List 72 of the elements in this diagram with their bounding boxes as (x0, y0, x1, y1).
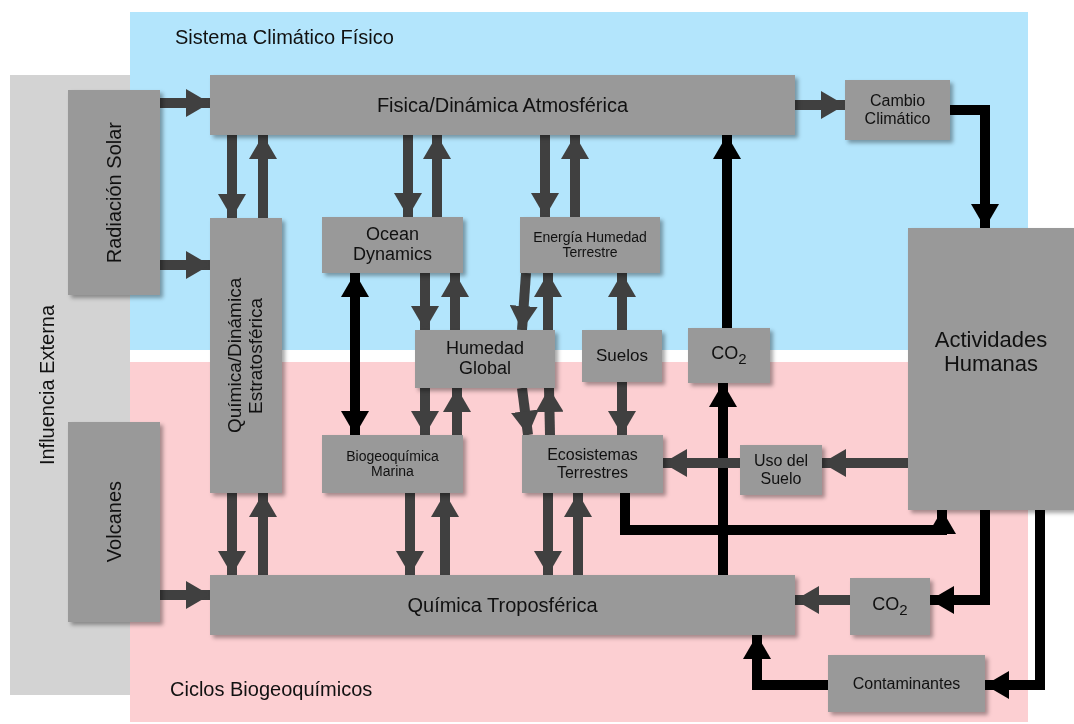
arrow (396, 493, 424, 575)
process-box (210, 75, 795, 135)
arrow (795, 91, 845, 119)
arrow (441, 273, 469, 330)
region-title: Influencia Externa (36, 304, 59, 466)
region-title: Ciclos Biogeoquímicos (170, 678, 373, 701)
node-label: Uso del Suelo (752, 452, 810, 488)
arrow (822, 449, 908, 477)
region-title: Sistema Climático Físico (175, 26, 394, 49)
arrow (423, 135, 451, 217)
process-box (688, 328, 770, 383)
arrow (160, 89, 210, 117)
node-label: CO$_{2}$ (872, 594, 908, 619)
process-box (828, 655, 985, 712)
node-label: Suelos (596, 346, 648, 366)
process-box (68, 90, 160, 295)
process-box (522, 435, 663, 493)
arrow (411, 273, 439, 330)
arrow (564, 493, 592, 575)
arrow (511, 387, 539, 436)
node-label: Radiación Solar (103, 121, 125, 264)
process-box (415, 330, 555, 388)
process-box (850, 578, 930, 635)
arrow (160, 251, 210, 279)
arrow (443, 388, 471, 435)
node-label: Energía Humedad Terrestre (532, 229, 648, 261)
arrow (394, 135, 422, 217)
arrow (608, 382, 636, 435)
arrow (535, 387, 564, 436)
arrow (509, 272, 538, 331)
node-label: CO$_{2}$ (711, 343, 747, 368)
process-box (68, 422, 160, 622)
arrow (249, 493, 277, 575)
arrow (743, 635, 828, 690)
arrow (249, 135, 277, 218)
process-box (520, 217, 660, 273)
arrow (218, 493, 246, 575)
node-label: Volcanes (103, 481, 125, 563)
process-box (845, 80, 950, 140)
arrow (218, 135, 246, 218)
arrow (411, 388, 439, 435)
arrow (985, 510, 1045, 699)
node-label: Fisica/Dinámica Atmosférica (376, 94, 629, 116)
arrow (341, 273, 369, 435)
arrow (709, 383, 737, 575)
arrow (534, 273, 562, 330)
node-label: Contaminantes (852, 674, 961, 693)
arrow (663, 449, 740, 477)
arrow (531, 135, 559, 217)
process-box (322, 435, 463, 493)
arrow (930, 510, 990, 614)
node-label: Química/Dinámica Estratosférica (225, 276, 267, 436)
arrow (431, 493, 459, 575)
node-label: Ecosistemas Terrestres (546, 446, 639, 482)
arrow (534, 493, 562, 575)
process-box (740, 445, 822, 495)
process-box (908, 228, 1074, 510)
arrow (795, 586, 850, 614)
arrow (160, 581, 210, 609)
node-label: Humedad Global (444, 339, 525, 379)
node-label: Ocean Dynamics (352, 225, 433, 265)
process-box (210, 218, 282, 493)
arrow (608, 273, 636, 330)
node-label: Cambio Climático (863, 92, 932, 128)
process-box (582, 330, 662, 382)
process-box (210, 575, 795, 635)
node-label: Química Troposférica (407, 594, 598, 616)
arrow (561, 135, 589, 217)
process-box (322, 217, 463, 273)
node-label: Actividades Humanas (933, 328, 1049, 377)
arrow (713, 135, 741, 328)
node-label: Biogeoquímica Marina (345, 448, 440, 480)
